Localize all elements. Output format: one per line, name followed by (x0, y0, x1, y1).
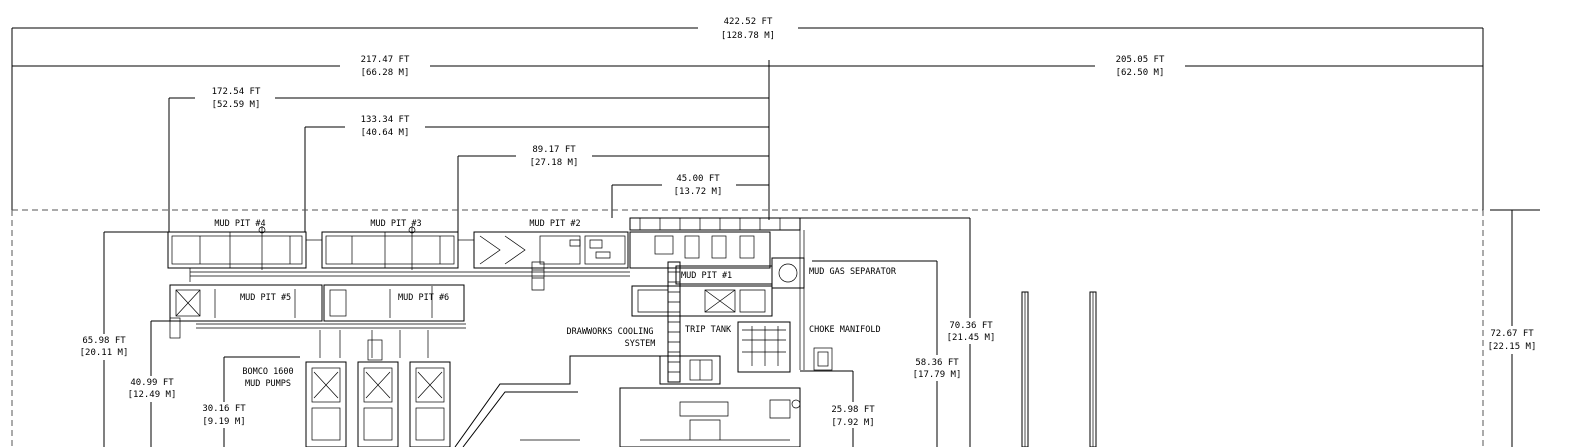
pit-tanks-block: MUD PIT #1 (629, 217, 801, 285)
rig-substructure (454, 355, 801, 447)
dimension-to-pit-tanks: 45.00 FT [13.72 M] (611, 171, 769, 218)
lower-manifold (169, 317, 466, 358)
dimension-to-mud-pit-3: 133.34 FT [40.64 M] (304, 113, 769, 232)
left-section-ft: 217.47 FT (361, 55, 410, 65)
trip-tank-label: TRIP TANK (685, 325, 732, 335)
overall-width-m: [128.78 M] (721, 31, 775, 41)
mast-right (1089, 291, 1097, 447)
dimension-to-mud-pit-2: 89.17 FT [27.18 M] (457, 142, 769, 232)
to-mud-pit-4-ft: 172.54 FT (212, 87, 261, 97)
to-pit-tanks-m: [13.72 M] (674, 187, 723, 197)
to-mud-pit-4-m: [52.59 M] (212, 100, 261, 110)
trip-tank-block: TRIP TANK (631, 261, 773, 383)
mud-pit-2: MUD PIT #2 (473, 219, 629, 269)
pit-depth-ft: 65.98 FT (82, 336, 126, 346)
to-mud-pit-3-m: [40.64 M] (361, 128, 410, 138)
mud-gas-separator: MUD GAS SEPARATOR (771, 220, 897, 370)
mud-pit-4: MUD PIT #4 (167, 219, 307, 270)
dimension-right-section: 205.05 FT [62.50 M] (768, 52, 1483, 220)
dimension-left-section: 217.47 FT [66.28 M] (12, 52, 769, 80)
dimension-overall-depth: 72.67 FT [22.15 M] (1488, 209, 1540, 447)
overall-depth-ft: 72.67 FT (1490, 329, 1534, 339)
choke-manifold-label: CHOKE MANIFOLD (809, 325, 881, 335)
choke-manifold: CHOKE MANIFOLD (737, 321, 881, 373)
mud-pit-5: MUD PIT #5 (169, 284, 323, 322)
mud-gas-separator-label: MUD GAS SEPARATOR (809, 267, 897, 277)
mud-pumps-label: MUD PUMPS (245, 379, 291, 389)
site-boundary (11, 209, 1484, 447)
dimension-separator-height: 58.36 FT [17.79 M] (812, 260, 962, 447)
to-mud-pit-2-ft: 89.17 FT (532, 145, 576, 155)
mud-pit-3: MUD PIT #3 (321, 219, 459, 270)
overall-depth-m: [22.15 M] (1488, 342, 1537, 352)
dimension-pump-offset: 30.16 FT [9.19 M] (200, 356, 300, 447)
pump-offset-m: [9.19 M] (202, 417, 245, 427)
right-section-m: [62.50 M] (1116, 68, 1165, 78)
mud-pit-1-label: MUD PIT #1 (681, 271, 732, 281)
mud-pump-3 (409, 361, 451, 447)
drawworks-cooling-label: DRAWWORKS COOLING (567, 327, 654, 337)
left-section-m: [66.28 M] (361, 68, 410, 78)
dimension-substructure-offset: 25.98 FT [7.92 M] (800, 370, 877, 447)
pump-offset-ft: 30.16 FT (202, 404, 246, 414)
pipe-manifold-row (189, 239, 630, 291)
mud-pump-2 (357, 339, 399, 447)
mud-pit-6: MUD PIT #6 (323, 284, 465, 322)
separator-height-ft: 58.36 FT (915, 358, 959, 368)
mud-pumps-model-label: BOMCO 1600 (242, 367, 293, 377)
dimension-overall-width: 422.52 FT [128.78 M] (11, 14, 1484, 212)
dimension-to-mud-pit-4: 172.54 FT [52.59 M] (168, 84, 769, 232)
mast-left (1021, 291, 1029, 447)
mud-pit-5-label: MUD PIT #5 (240, 293, 291, 303)
right-section-ft: 205.05 FT (1116, 55, 1165, 65)
pit-depth-m: [20.11 M] (80, 348, 129, 358)
pit5-offset-ft: 40.99 FT (130, 378, 174, 388)
mud-pit-3-label: MUD PIT #3 (370, 219, 421, 229)
dimension-pit5-offset: 40.99 FT [12.49 M] (127, 320, 177, 447)
mud-pit-2-label: MUD PIT #2 (529, 219, 580, 229)
dimension-pit-depth: 65.98 FT [20.11 M] (80, 231, 168, 447)
rig-height-ft: 70.36 FT (949, 321, 993, 331)
to-mud-pit-2-m: [27.18 M] (530, 158, 579, 168)
substructure-offset-m: [7.92 M] (831, 418, 874, 428)
separator-height-m: [17.79 M] (913, 370, 962, 380)
overall-width-ft: 422.52 FT (724, 17, 773, 27)
dimension-rig-height: 70.36 FT [21.45 M] (800, 217, 996, 447)
substructure-offset-ft: 25.98 FT (831, 405, 875, 415)
rig-height-m: [21.45 M] (947, 333, 996, 343)
mud-pit-6-label: MUD PIT #6 (398, 293, 449, 303)
drawworks-system-label: SYSTEM (625, 339, 656, 349)
to-mud-pit-3-ft: 133.34 FT (361, 115, 410, 125)
to-pit-tanks-ft: 45.00 FT (676, 174, 720, 184)
mud-pump-1 (305, 361, 347, 447)
mud-pit-4-label: MUD PIT #4 (214, 219, 265, 229)
pit5-offset-m: [12.49 M] (128, 390, 177, 400)
